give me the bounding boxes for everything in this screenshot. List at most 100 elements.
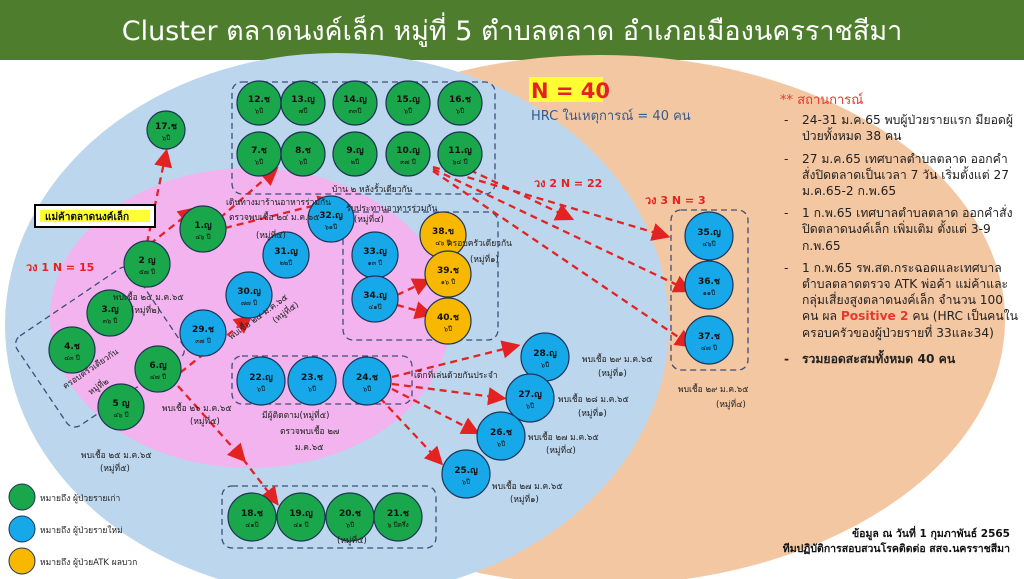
case-id: 35.ญ [697, 228, 721, 238]
transmission-arrow [432, 165, 671, 241]
case-age: ๖ปี [456, 107, 464, 115]
case-age: ๔๑ ปี [293, 521, 308, 529]
case-id: 3.ญ [101, 305, 119, 315]
case-id: 27.ญ [518, 390, 542, 400]
label-trip-sub2: (หมู่ที่๔) [256, 229, 286, 241]
case-node: 38.ข๔๖ ปี [419, 211, 467, 259]
case-age: ๒๒ปี [280, 259, 293, 267]
case-id: 24.ช [356, 373, 378, 383]
transmission-arrow [469, 168, 575, 221]
case-age: ๖ปี [541, 361, 549, 369]
situation-item: 1 ก.พ.65 เทศบาลตำบลตลาด ออกคำสั่งปิดตลาด… [780, 205, 1020, 254]
label-found-ring3-sub: (หมู่ที่๔) [716, 398, 746, 410]
case-id: 37.ช [698, 332, 720, 342]
case-age: ๓๗ ปี [400, 158, 416, 166]
case-node: 9.ญ๒ปี [332, 131, 378, 177]
case-node: 22.ญ๖ปี [236, 356, 286, 406]
case-age: ๗ปี [298, 107, 307, 115]
case-id: 16.ช [449, 95, 471, 105]
transmission-arrow [224, 195, 337, 230]
case-node: 20.ช๖ปี [325, 492, 375, 542]
transmission-arrow [149, 207, 197, 245]
positive-count: Positive 2 [840, 309, 909, 324]
label-found-25: พบเชื้อ ๒๗ ม.ค.๖๕ [492, 480, 563, 492]
label-found-25-sub: (หมู่ที่๑) [510, 493, 539, 505]
label-found-2: พบเชื้อ ๒๔ ม.ค.๖๕ [113, 291, 184, 303]
case-id: 17.ช [155, 122, 177, 132]
case-id: 6.ญ [149, 361, 167, 371]
case-id: 15.ญ [396, 95, 420, 105]
case-id: 13.ญ [291, 95, 315, 105]
vendor-label: แม่ค้าตลาดนงค์เล็ก [45, 209, 129, 223]
case-id: 29.ช [192, 325, 214, 335]
group-box-children [231, 355, 413, 405]
label-found-6-sub: (หมู่ที่๕) [190, 415, 220, 427]
situation-item: 27 ม.ค.65 เทศบาลตำบลตลาด ออกคำสั่งปิดตลา… [780, 151, 1020, 200]
label-group-bottom: (หมู่ที่๕) [337, 534, 367, 546]
label-family-38: ครอบครัวเดียวกัน [447, 238, 512, 249]
case-id: 19.ญ [289, 509, 313, 519]
footer-team: ทีมปฏิบัติการสอบสวนโรคติดต่อ สสจ.นครราชส… [782, 543, 1010, 555]
case-id: 2 ญ [138, 256, 155, 266]
case-age: ๕๗ ปี [139, 268, 155, 276]
case-age: ๖ปี [257, 385, 265, 393]
ring-2-label: วง 2 N = 22 [534, 177, 602, 190]
group-box-family-ring1 [15, 266, 185, 428]
case-node: 40.ช๖ปี [424, 297, 472, 345]
legend-label: หมายถึง ผู้ป่วยรายใหม่ [40, 525, 123, 536]
summary-n: N = 40 [531, 79, 610, 103]
label-children-sub2: ม.ค.๖๕ [295, 443, 324, 453]
case-id: 8.ช [295, 146, 311, 156]
case-node: 17.ช๖ปี [146, 110, 186, 150]
case-id: 31.ญ [274, 247, 298, 257]
case-age: ๑๖ ปี [441, 278, 455, 286]
footer-date: ข้อมูล ณ วันที่ 1 กุมภาพันธ์ 2565 [852, 528, 1010, 540]
case-age: ๖ปี [255, 158, 263, 166]
legend-label: หมายถึง ผู้ป่วยรายเก่า [40, 493, 120, 504]
case-node: 5 ญ๔๖ ปี [97, 383, 145, 431]
transmission-arrow [379, 397, 444, 466]
page-title: Cluster ตลาดนงค์เล็ก หมู่ที่ 5 ตำบลตลาด … [0, 0, 1024, 60]
case-id: 36.ช [698, 277, 720, 287]
label-found-26: พบเชื้อ ๒๗ ม.ค.๖๕ [528, 431, 599, 443]
label-found-28: พบเชื้อ ๒๙ ม.ค.๖๕ [582, 353, 653, 365]
case-age: ๖ปี [308, 385, 316, 393]
case-id: 1.ญ [194, 221, 212, 231]
group-box-family-33-34 [342, 211, 499, 341]
case-id: 20.ช [339, 509, 361, 519]
case-node: 24.ช๖ปี [342, 356, 392, 406]
situation-item: 1 ก.พ.65 รพ.สต.กระฉอดและเทศบาลตำบลตลาดตร… [780, 260, 1020, 341]
legend-swatch [8, 515, 36, 543]
label-play: เด็กที่เล่นด้วยกันประจำ [414, 369, 498, 381]
case-id: 12.ช [248, 95, 270, 105]
case-node: 21.ช๖ ปีครึ่ง [373, 492, 423, 542]
case-node: 33.ญ๑๓ ปี [351, 231, 399, 279]
label-found-27-sub: (หมู่ที่๑) [578, 407, 607, 419]
group-box-bottom [221, 485, 437, 549]
case-age: ๔๖ปี [702, 240, 715, 248]
group-box-house2 [231, 81, 496, 195]
transmission-arrow [242, 458, 279, 506]
label-children: มีผู้ติดตาม(หมู่ที่๕) [262, 409, 329, 421]
label-trip-sub: ตรวจพบเชื้อ ๒๔ ม.ค.๖๕ [229, 211, 320, 223]
case-age: ๖ปี [363, 385, 371, 393]
case-age: ๖ปี [497, 440, 505, 448]
label-family-38-sub: (หมู่ที่๑) [470, 253, 499, 265]
case-node: 11.ญ๖๔ ปี [437, 131, 483, 177]
case-id: 5 ญ [112, 399, 129, 409]
case-id: 9.ญ [346, 146, 364, 156]
case-id: 38.ข [432, 227, 454, 237]
legend-swatch [8, 483, 36, 511]
label-found-27: พบเชื้อ ๒๘ ม.ค.๖๕ [558, 393, 629, 405]
case-node: 8.ช๖ปี [280, 131, 326, 177]
case-id: 4.ช [64, 342, 80, 352]
case-id: 40.ช [437, 313, 459, 323]
transmission-arrow [391, 387, 481, 435]
case-node: 12.ช๖ปี [236, 80, 282, 126]
ring-3-label: วง 3 N = 3 [645, 194, 706, 207]
situation-item: 24-31 ม.ค.65 พบผู้ป่วยรายแรก มียอดผู้ป่ว… [780, 112, 1020, 144]
